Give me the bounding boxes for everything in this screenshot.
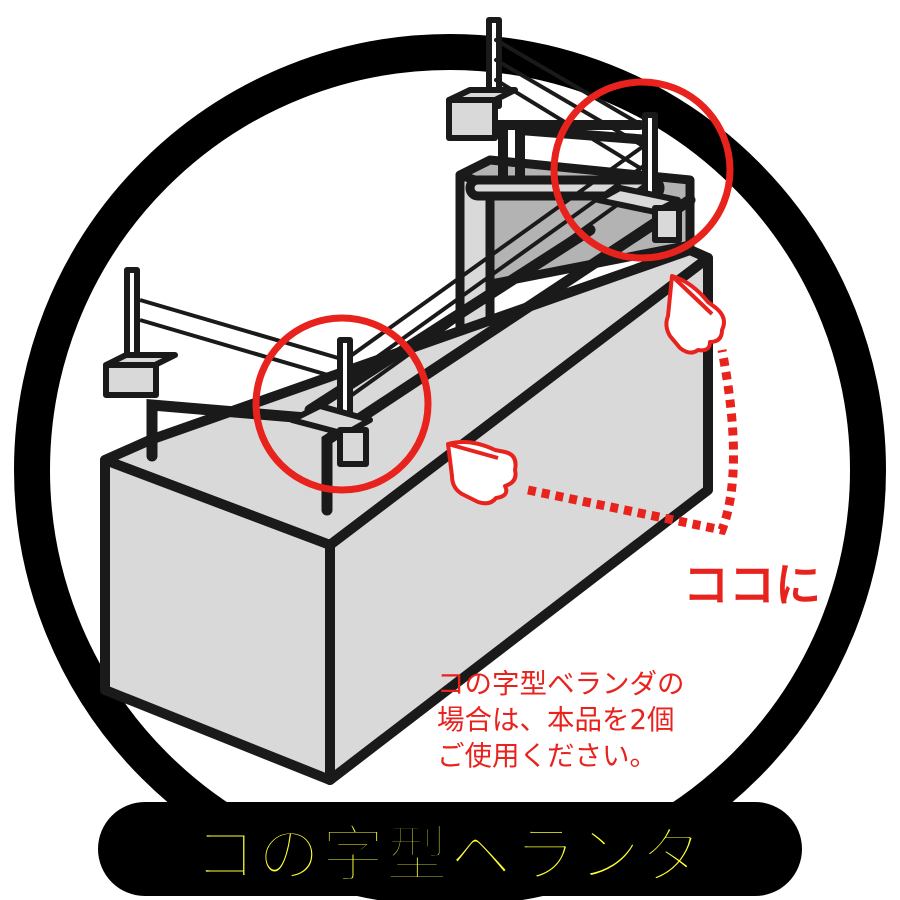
callout-label: ココに [683, 558, 821, 612]
highlight-circle-right [550, 78, 734, 262]
pointing-hand-icon [446, 440, 518, 506]
banner-title: コの字型ベランダ [193, 817, 706, 892]
title-banner: コの字型ベランダ [98, 802, 802, 896]
usage-note-line: 場合は、本品を2個 [437, 704, 675, 736]
highlight-circle-left [252, 314, 432, 494]
guide-dotted-line [527, 349, 738, 536]
left-clamp [103, 267, 373, 467]
usage-note: コの字型ベランダの 場合は、本品を2個 ご使用ください。 [437, 666, 757, 774]
right-clamp [595, 112, 682, 243]
pointing-hand-icon [664, 274, 726, 355]
rear-handrail [498, 120, 655, 180]
usage-note-line: ご使用ください。 [437, 740, 657, 772]
guard-cables [139, 143, 647, 402]
highlight-circles [252, 78, 734, 494]
main-block [100, 245, 713, 785]
usage-note-line: コの字型ベランダの [437, 668, 685, 700]
